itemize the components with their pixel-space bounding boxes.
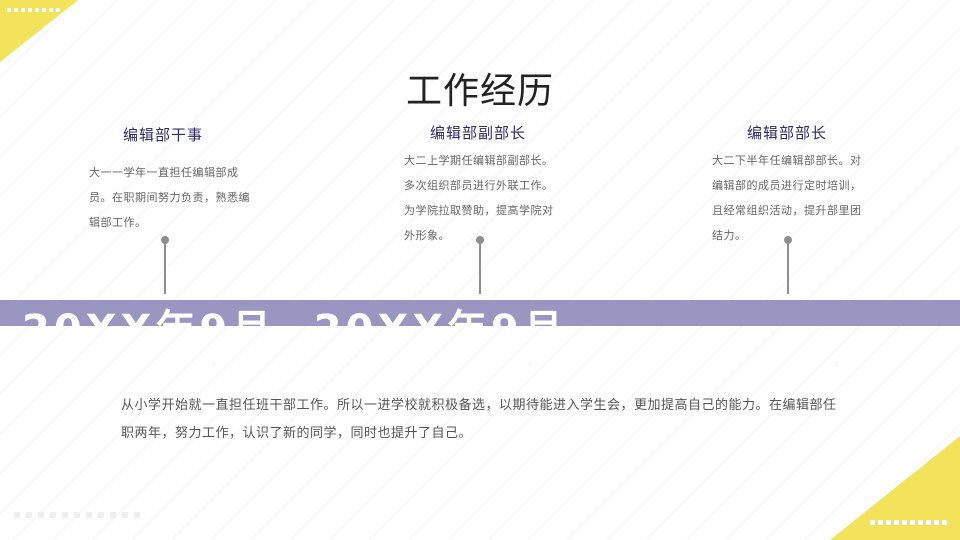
summary-paragraph: 从小学开始就一直担任班干部工作。所以一进学校就积极备选，以期待能进入学生会，更加… (121, 398, 837, 441)
timeline-date-range: 20XX年9月- 20XX年9月 (22, 306, 567, 326)
dot-strip-bottom-right (870, 520, 947, 525)
position-description-2: 大二上学期任编辑部副部长。多次组织部员进行外联工作。为学院拉取赞助，提高学院对外… (404, 154, 554, 242)
position-description-1: 大一一学年一直担任编辑部成员。在职期间努力负责，熟悉编辑部工作。 (89, 166, 250, 229)
position-title-3: 编辑部部长 (747, 124, 828, 142)
timeline-tick-1: : (213, 361, 216, 368)
timeline-tick-3: : (836, 361, 839, 368)
page-title: 工作经历 (405, 71, 554, 112)
timeline-pin-line-3 (787, 240, 789, 294)
corner-triangle-top-left (0, 0, 78, 62)
timeline-pin-line-2 (479, 240, 481, 294)
position-description-3: 大二下半年任编辑部部长。对编辑部的成员进行定时培训，且经常组织活动，提升部里团结… (712, 154, 862, 242)
position-title-2: 编辑部副部长 (430, 124, 527, 142)
dot-strip-bottom-left (14, 512, 140, 518)
timeline-tick-2: : (529, 361, 532, 368)
timeline-band: 20XX年9月- 20XX年9月 (0, 300, 960, 326)
timeline-pin-line-1 (164, 240, 166, 294)
dot-strip-top-left (7, 8, 60, 12)
position-title-1: 编辑部干事 (123, 126, 204, 144)
